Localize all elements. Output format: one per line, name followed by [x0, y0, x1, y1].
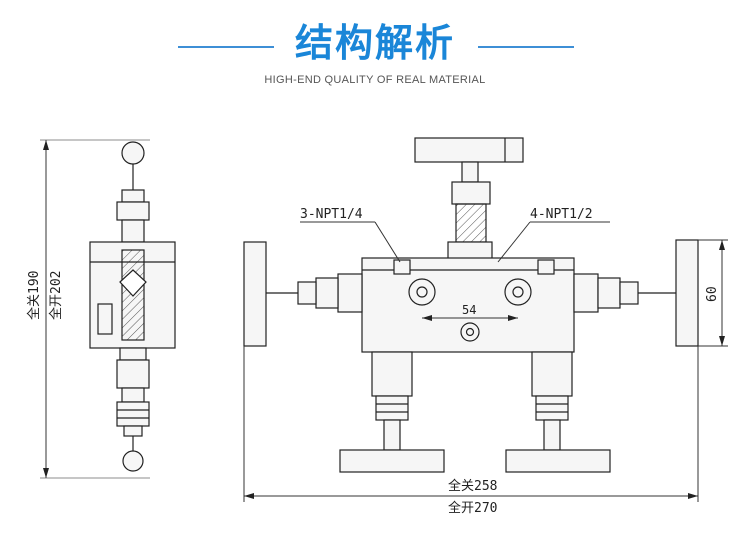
- port-label-left: 3-NPT1/4: [300, 207, 363, 222]
- center-dim-label: 54: [462, 303, 476, 317]
- front-view: [243, 137, 699, 473]
- side-view: [40, 139, 176, 479]
- side-dim-closed: 全关190: [26, 271, 42, 320]
- height-dim-label: 60: [705, 286, 720, 302]
- port-label-right: 4-NPT1/2: [530, 207, 593, 222]
- title-rule-right: [478, 46, 574, 48]
- page-subtitle: HIGH-END QUALITY OF REAL MATERIAL: [264, 74, 486, 86]
- side-dim-open: 全开202: [48, 271, 64, 320]
- page-title: 结构解析: [294, 21, 455, 65]
- header: 结构解析 HIGH-END QUALITY OF REAL MATERIAL: [0, 0, 750, 100]
- width-dim-open: 全开270: [448, 500, 497, 516]
- width-dim-closed: 全关258: [448, 478, 497, 494]
- title-rule-left: [178, 46, 274, 48]
